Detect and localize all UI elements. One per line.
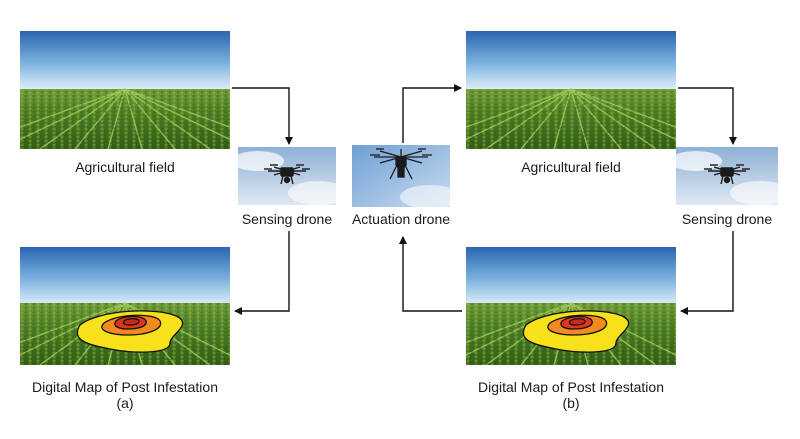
sensing-drone-photo-a [238, 147, 336, 205]
infestation-zone [76, 310, 184, 353]
arrow-actuation-to-field-b [402, 84, 462, 143]
arrow-sensing-to-map-b [680, 231, 734, 315]
field-label-a: Agricultural field [75, 159, 175, 175]
sublabel-a: (a) [116, 395, 134, 411]
arrow-field-to-sensing-a [232, 87, 293, 145]
map-label-a: Digital Map of Post Infestation [32, 379, 218, 395]
arrow-map-to-actuation [399, 236, 462, 312]
map-label-b: Digital Map of Post Infestation [478, 379, 664, 395]
drone-icon [704, 164, 750, 185]
sensing-drone-photo-b [676, 147, 778, 205]
infestation-zone [522, 310, 630, 353]
sublabel-b: (b) [562, 395, 580, 411]
infestation-map-photo-a [20, 247, 230, 365]
field-photo-b [466, 31, 676, 149]
drone-icon [264, 164, 310, 185]
field-photo-a [20, 31, 230, 149]
sensing-label-a: Sensing drone [241, 211, 333, 227]
arrow-sensing-to-map-a [234, 231, 290, 315]
infestation-map-photo-b [466, 247, 676, 365]
drone-icon [370, 148, 432, 180]
arrow-field-to-sensing-b [678, 87, 737, 145]
sensing-label-b: Sensing drone [681, 211, 773, 227]
field-label-b: Agricultural field [521, 159, 621, 175]
actuation-drone-photo [352, 145, 450, 207]
actuation-label: Actuation drone [351, 211, 451, 227]
